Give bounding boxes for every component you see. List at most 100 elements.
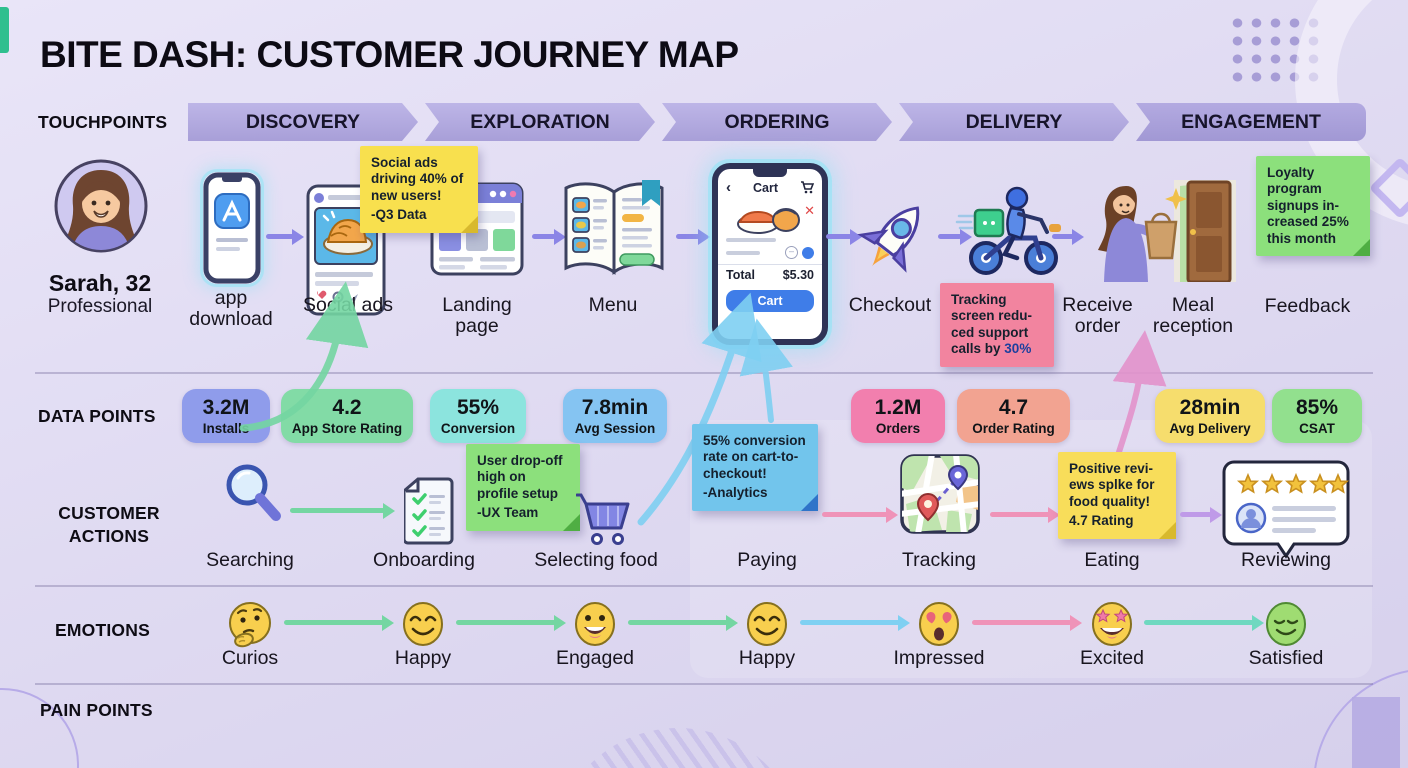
row-label-touchpoints: TOUCHPOINTS (38, 112, 168, 132)
note-tracking-support: Tracking screen redu-ced support calls b… (940, 283, 1054, 367)
arrow-excited-satisfied (1144, 614, 1264, 631)
datapoint-csat: 85%CSAT (1272, 389, 1362, 443)
emotion-engaged-label: Engaged (555, 647, 635, 669)
row-label-pain-points: PAIN POINTS (40, 700, 153, 720)
touchpoint-meal-reception-label: Meal reception (1152, 294, 1234, 338)
note-analytics: 55% conversion rate on cart-to-checkout!… (692, 424, 818, 511)
emoji-impressed (919, 602, 959, 646)
arrow-searching-onboarding (290, 502, 395, 519)
back-icon[interactable]: ‹ (726, 179, 731, 196)
arrow-menu-cart (676, 228, 710, 245)
emotion-excited-label: Excited (1080, 647, 1144, 669)
touchpoint-menu-label: Menu (588, 294, 638, 316)
note-ux-text: User drop-off high on profile setup (477, 453, 563, 501)
row-label-customer-actions-2: ACTIONS (68, 526, 150, 546)
divider-emotions (35, 585, 1373, 587)
note-reviews: Positive revi-ews splke for food quality… (1058, 452, 1176, 539)
cart-button[interactable]: Cart (726, 290, 814, 312)
phone-notch (753, 169, 787, 177)
note-q3-caption: -Q3 Data (371, 207, 427, 223)
note-analytics-caption: -Analytics (703, 485, 768, 501)
emotion-happy1-label: Happy (394, 647, 452, 669)
row-label-data-points: DATA POINTS (38, 406, 156, 426)
arrow-engaged-happy (628, 614, 738, 631)
phase-discovery: DISCOVERY (188, 103, 418, 141)
emoji-engaged (575, 602, 615, 646)
emoji-excited (1092, 602, 1132, 646)
arrow-checkout-delivery (938, 228, 972, 245)
persona-name: Sarah, 32 (48, 270, 152, 296)
tracking-map-icon (900, 454, 980, 534)
note-loyalty: Loyalty program signups in-creased 25% t… (1256, 156, 1370, 257)
receive-order-illustration (1098, 180, 1236, 282)
persona-role: Professional (47, 296, 153, 317)
action-searching-label: Searching (206, 549, 294, 571)
action-tracking-label: Tracking (901, 549, 977, 571)
touchpoint-receive-order-label: Receive order (1062, 294, 1133, 338)
action-selecting-food-label: Selecting food (534, 549, 658, 571)
action-onboarding-label: Onboarding (373, 549, 475, 571)
selecting-food-cart-icon (576, 493, 630, 545)
note-loyalty-text: Loyalty program signups in-creased (1267, 165, 1339, 230)
emotion-satisfied-label: Satisfied (1248, 647, 1324, 669)
emoji-satisfied (1266, 602, 1306, 646)
datapoint-conversion: 55%Conversion (430, 389, 526, 443)
rect-decoration (1352, 697, 1400, 768)
emotion-impressed-label: Impressed (893, 647, 985, 669)
divider-datapoints (35, 372, 1373, 374)
arrow-cart-checkout (826, 228, 862, 245)
total-value: $5.30 (782, 268, 814, 282)
touchpoint-social-ads-label: Social ads (303, 294, 393, 316)
row-label-emotions: EMOTIONS (55, 620, 150, 640)
divider-painpoints (35, 683, 1373, 685)
qty-minus-button[interactable]: – (785, 246, 798, 259)
remove-item-icon[interactable]: ✕ (804, 203, 815, 218)
phase-chevron-row: DISCOVERY EXPLORATION ORDERING DELIVERY … (188, 103, 1366, 141)
phase-exploration: EXPLORATION (425, 103, 655, 141)
note-reviews-caption: 4.7 Rating (1069, 513, 1134, 529)
cart-icon[interactable] (800, 181, 814, 194)
note-ux-dropoff: User drop-off high on profile setup -UX … (466, 444, 580, 531)
touchpoint-feedback-label: Feedback (1264, 295, 1351, 317)
sushi-image (737, 208, 800, 234)
phase-engagement: ENGAGEMENT (1136, 103, 1366, 141)
row-label-customer-actions-1: CUSTOMER (58, 503, 160, 523)
note-q3-text: Social ads driving (371, 155, 438, 187)
note-q3-data: Social ads driving 40% of new users! -Q3… (360, 146, 478, 233)
touchpoint-checkout-label: Checkout (848, 294, 932, 316)
arrow-appdownload-socialads (266, 228, 304, 245)
striped-circle-decoration (553, 728, 803, 768)
arrow-delivery-receive (1052, 228, 1084, 245)
arrow-paying-tracking (822, 506, 898, 523)
touchpoint-landing-page-label: Landing page (442, 294, 512, 338)
app-download-icon (203, 172, 261, 284)
cart-screen-title: Cart (752, 180, 778, 195)
action-reviewing-label: Reviewing (1241, 549, 1331, 571)
phase-ordering: ORDERING (662, 103, 892, 141)
emoji-happy-1 (403, 602, 443, 646)
checkout-rocket-icon (857, 206, 920, 273)
action-eating-label: Eating (1084, 549, 1140, 571)
onboarding-icon (404, 477, 454, 545)
note-reviews-text: Positive revi-ews splke for food quality… (1069, 461, 1155, 509)
emoji-curious (229, 602, 271, 648)
arrow-eating-reviewing (1180, 506, 1222, 523)
searching-icon (226, 464, 281, 521)
action-paying-label: Paying (737, 549, 797, 571)
qty-plus-button[interactable] (802, 246, 814, 259)
reviewing-icon (1222, 460, 1350, 559)
phase-delivery: DELIVERY (899, 103, 1129, 141)
note-tracking-text: Tracking screen redu-ced support calls b… (951, 292, 1033, 357)
note-analytics-text: conversion rate on cart-to-checkout! (703, 433, 806, 481)
emotion-curious-label: Curios (221, 647, 279, 669)
delivery-rider-icon (955, 186, 1061, 275)
corner-accent-bar (0, 7, 9, 53)
persona-avatar (54, 159, 148, 253)
total-label: Total (726, 268, 755, 282)
